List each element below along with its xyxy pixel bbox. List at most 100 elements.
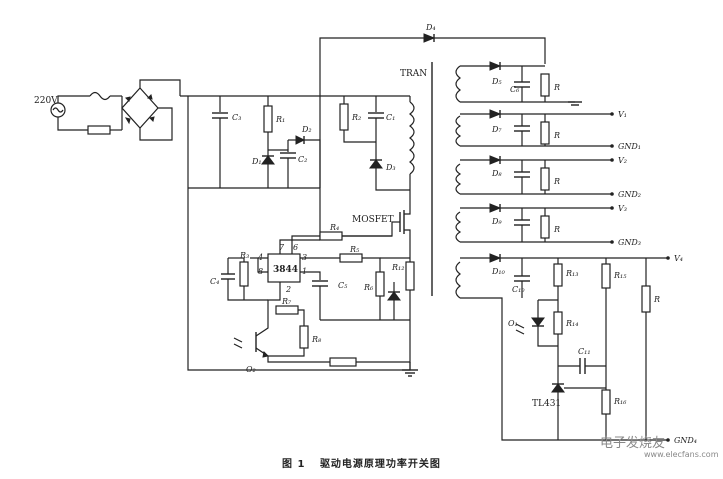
resistor-r2 [339,103,349,131]
resistor-out3 [540,167,550,191]
cap-c4-label: C₄ [210,277,219,286]
resistor-r16-label: R₁₆ [613,397,627,406]
resistor-out1 [540,73,550,97]
resistor-out1-label: R [553,83,560,92]
transformer-label: TRAN [400,69,427,79]
ac-input-section: 220V [34,79,181,141]
opto-q1-label: O₁ [508,319,518,328]
resistor-out2-label: R [553,131,560,140]
ic-3844-body [267,253,301,283]
primary-supply: C₃ R₁ D₁ C₂ D₂ [180,95,410,371]
resistor-r12 [405,261,415,291]
secondary-outputs: D₅ C₆ R D₇ V₁ R GND₁ D₈ V₂ R [455,61,683,441]
resistor-r4-label: R₄ [329,223,339,232]
aux-winding: D₄ [319,23,546,188]
uc3844-ic: 3844 4 8 7 6 3 2 1 R₄ R₅ R₁₂ R₆ [210,223,415,357]
cap-c1-label: C₁ [386,113,395,122]
diode-d2 [295,135,306,145]
bridge-rectifier-icon [121,87,159,129]
resistor-load [641,285,651,313]
diode-d1-label: D₁ [251,157,262,166]
cap-c5-label: C₅ [338,281,348,290]
light-arrows-icon [233,337,243,349]
diode-d7-label: D₇ [491,125,502,134]
resistor-r7-label: R₇ [281,297,292,306]
primary-winding: TRAN [400,62,433,296]
output-gnd1-label: GND₁ [618,142,641,151]
diode-d3 [369,159,383,169]
ac-input-label: 220V [34,96,58,106]
diode-d9-label: D₉ [491,217,502,226]
resistor-out2 [540,121,550,145]
cap-c3-label: C₃ [232,113,241,122]
watermark-url: www.elecfans.com [644,450,719,459]
resistor-r6 [375,271,385,297]
resistor-bottom [329,357,357,367]
resistor-r3 [239,261,249,287]
resistor-r16 [601,389,611,415]
led-arrows-icon [515,323,525,335]
resistor-r3-label: R₃ [239,251,249,260]
mosfet-label: MOSFET [352,215,394,225]
tl431-label: TL431 [532,399,561,409]
primary-coil-icon [409,101,415,175]
output-gnd4-label: GND₄ [674,436,697,445]
resistor-load-label: R [653,295,660,304]
output-v4-label: V₄ [674,254,683,263]
diode-d8-label: D₈ [491,169,502,178]
snubber: R₂ C₁ D₃ [339,96,410,191]
output-v1-label: V₁ [618,110,627,119]
resistor-r15-label: R₁₅ [613,271,627,280]
ic-3844-label: 3844 [273,265,298,275]
pin-6-label: 6 [293,243,298,252]
resistor-r4 [319,231,343,241]
resistor-out3-label: R [553,177,560,186]
resistor-r1-label: R₁ [275,115,285,124]
diode-d1 [261,155,275,165]
output-gnd2-label: GND₂ [618,190,641,199]
resistor-r13-label: R₁₃ [565,269,578,278]
resistor-r8 [299,325,309,349]
watermark-text: 电子发烧友 [600,436,666,451]
zener-diode [387,291,401,301]
cap-c2-label: C₂ [298,155,307,164]
output-v3-label: V₃ [618,204,627,213]
diode-d10-label: D₁₀ [491,267,506,276]
resistor-r1 [263,105,273,133]
cap-c6-label: C₆ [510,85,520,94]
cap-c10-label: C₁₀ [512,285,525,294]
resistor-r13 [553,263,563,287]
output-v2-label: V₂ [618,156,627,165]
resistor-r14-label: R₁₄ [565,319,578,328]
resistor-r5-label: R₅ [349,245,360,254]
output-gnd3-label: GND₃ [618,238,641,247]
figure-caption: 图 1 驱动电源原理功率开关图 [282,455,451,470]
diode-d2-label: D₂ [301,125,312,134]
watermark-logo: 电子发烧友 www.elecfans.com [600,432,719,459]
resistor-r15 [601,263,611,289]
resistor-r5 [339,253,363,263]
figure-number: 图 1 [282,459,306,470]
resistor-r14 [553,311,563,335]
opto-led [531,317,545,327]
thermistor-icon [87,125,111,135]
fuse-icon [89,91,111,101]
figure-title: 驱动电源原理功率开关图 [319,459,441,470]
diode-d4-label: D₄ [425,23,436,32]
resistor-r7 [275,305,299,315]
tl431-shunt [551,383,565,393]
resistor-r12-label: R₁₂ [391,263,404,272]
resistor-r2-label: R₂ [351,113,361,122]
resistor-r8-label: R₈ [311,335,322,344]
diode-d4 [423,33,436,43]
resistor-r6-label: R₆ [363,283,374,292]
resistor-out4-label: R [553,225,560,234]
cap-c11-label: C₁₁ [578,347,591,356]
pin-7-label: 7 [279,243,285,252]
pin-2-label: 2 [285,285,291,294]
diode-d3-label: D₃ [385,163,396,172]
feedback-loop: R₁₃ O₁ R₁₄ C₁₁ TL431 R₁₅ R₁₆ [508,258,697,445]
diode-d5-label: D₅ [491,77,502,86]
resistor-out4 [540,215,550,239]
